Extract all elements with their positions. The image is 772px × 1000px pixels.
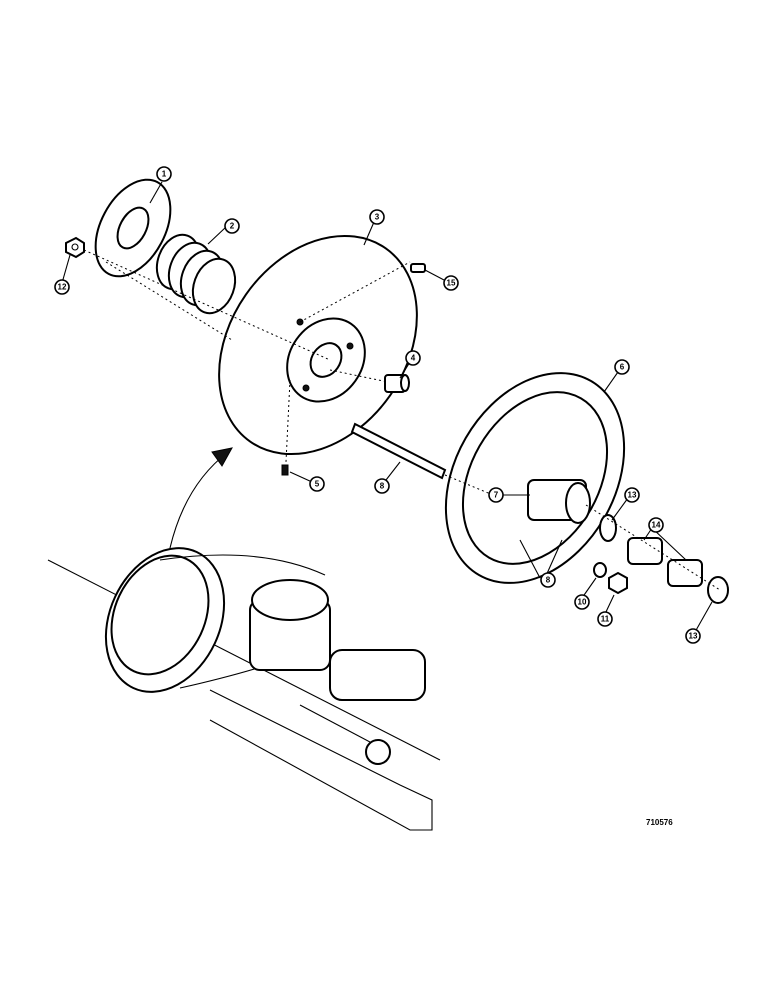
svg-text:5: 5: [315, 480, 320, 489]
svg-text:3: 3: [375, 213, 380, 222]
svg-text:10: 10: [578, 598, 587, 607]
svg-text:13: 13: [689, 632, 698, 641]
key-part: [281, 464, 289, 476]
svg-text:15: 15: [447, 279, 456, 288]
callout-14: 14: [648, 517, 664, 533]
callout-6: 6: [614, 359, 630, 375]
bushing-part: [384, 374, 410, 393]
svg-text:7: 7: [494, 491, 499, 500]
callout-12: 12: [54, 279, 70, 295]
shaft-part: [350, 422, 447, 480]
bearing-pair-part: [627, 537, 703, 587]
svg-text:4: 4: [411, 354, 416, 363]
callout-7: 7: [488, 487, 504, 503]
retainer-plate-part: [94, 178, 172, 278]
callout-11: 11: [597, 611, 613, 627]
spring-part: [155, 233, 237, 315]
snap-ring-part: [707, 576, 729, 604]
callout-15: 15: [443, 275, 459, 291]
svg-text:8: 8: [546, 576, 551, 585]
callout-4: 4: [405, 350, 421, 366]
svg-text:13: 13: [628, 491, 637, 500]
svg-text:14: 14: [652, 521, 661, 530]
movable-sheave-part: [218, 234, 418, 456]
callout-10: 10: [574, 594, 590, 610]
set-screw-part: [410, 263, 426, 273]
svg-text:11: 11: [601, 615, 610, 624]
lock-washer-part: [593, 562, 607, 578]
svg-text:1: 1: [162, 170, 167, 179]
callout-3: 3: [369, 209, 385, 225]
callout-13-lower: 13: [685, 628, 701, 644]
nut-part: [65, 236, 85, 259]
svg-text:6: 6: [620, 363, 625, 372]
figure-reference-number: 710576: [646, 818, 673, 827]
callout-1: 1: [156, 166, 172, 182]
hex-nut-part: [608, 571, 628, 595]
assembly-centerlines: [83, 249, 721, 591]
assembly-inset-illustration: [47, 447, 441, 831]
callout-13-upper: 13: [624, 487, 640, 503]
svg-text:2: 2: [230, 222, 235, 231]
svg-text:12: 12: [58, 283, 67, 292]
svg-text:8: 8: [380, 482, 385, 491]
fixed-sheave-part: [444, 372, 626, 584]
callout-8: 8: [540, 572, 556, 588]
callout-5: 5: [309, 476, 325, 492]
callout-2: 2: [224, 218, 240, 234]
callout-9: 8: [374, 478, 390, 494]
leader-lines: [61, 181, 713, 633]
